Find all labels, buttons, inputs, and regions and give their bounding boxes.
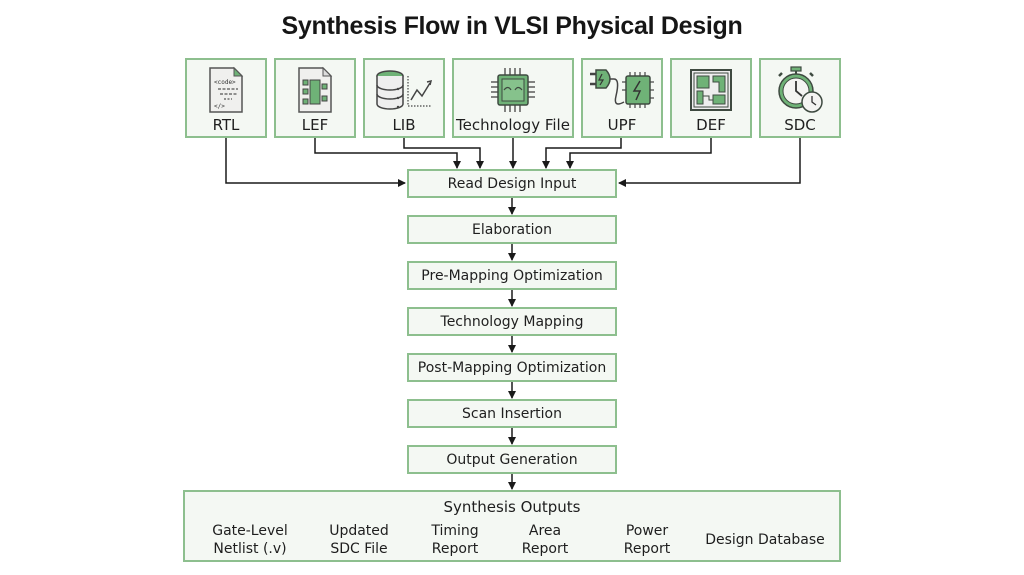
input-label: SDC — [784, 116, 816, 134]
output-label-line2: Report — [623, 541, 671, 557]
output-label-line2: Netlist (.v) — [213, 541, 287, 557]
step-technology-mapping: Technology Mapping — [407, 307, 617, 336]
input-sdc: SDC — [759, 58, 841, 138]
input-def: DEF — [670, 58, 752, 138]
input-upf: UPF — [581, 58, 663, 138]
connector-lib — [403, 138, 484, 169]
connector-def — [566, 138, 712, 169]
input-label: Technology File — [456, 116, 570, 134]
step-output-generation: Output Generation — [407, 445, 617, 474]
output-updated-sdc-file: Updated SDC File — [317, 522, 401, 558]
output-design-database: Design Database — [700, 531, 830, 549]
code-file-icon: <code> </> — [187, 66, 265, 114]
connector-upf — [542, 138, 622, 169]
output-label-line2: SDC File — [330, 541, 388, 557]
connector-rtl — [225, 138, 406, 187]
output-label-line1: Gate-Level — [212, 523, 288, 539]
svg-text:<code>: <code> — [214, 79, 236, 86]
svg-text:</>: </> — [214, 103, 225, 110]
layout-file-icon — [276, 66, 354, 114]
database-chart-icon — [365, 66, 443, 114]
input-label: LEF — [301, 116, 329, 134]
output-label-line1: Timing — [431, 523, 479, 539]
output-label-line2: Report — [521, 541, 569, 557]
input-label: DEF — [696, 116, 726, 134]
output-area-report: Area Report — [509, 522, 581, 558]
synthesis-outputs-box: Synthesis Outputs Gate-Level Netlist (.v… — [183, 490, 841, 562]
input-lef: LEF — [274, 58, 356, 138]
input-label: RTL — [212, 116, 240, 134]
output-gate-level-netlist: Gate-Level Netlist (.v) — [205, 522, 295, 558]
chip-icon — [454, 66, 572, 114]
diagram-title: Synthesis Flow in VLSI Physical Design — [281, 12, 743, 40]
input-rtl: <code> </> RTL — [185, 58, 267, 138]
output-label-line1: Area — [528, 523, 562, 539]
step-scan-insertion: Scan Insertion — [407, 399, 617, 428]
stopwatch-clock-icon — [761, 66, 839, 114]
input-label: UPF — [607, 116, 637, 134]
output-label-line1: Updated — [329, 523, 389, 539]
power-plug-chip-icon — [583, 66, 661, 114]
outputs-title: Synthesis Outputs — [443, 498, 581, 516]
step-elaboration: Elaboration — [407, 215, 617, 244]
output-timing-report: Timing Report — [419, 522, 491, 558]
input-label: LIB — [392, 116, 416, 134]
floorplan-icon — [672, 66, 750, 114]
step-pre-mapping-optimization: Pre-Mapping Optimization — [407, 261, 617, 290]
step-post-mapping-optimization: Post-Mapping Optimization — [407, 353, 617, 382]
output-label-line2: Report — [431, 541, 479, 557]
step-read-design-input: Read Design Input — [407, 169, 617, 198]
input-lib: LIB — [363, 58, 445, 138]
connector-sdc — [618, 138, 801, 187]
connector-lef — [314, 138, 461, 169]
input-technology-file: Technology File — [452, 58, 574, 138]
output-label-line1: Design Database — [705, 532, 825, 548]
output-label-line1: Power — [625, 523, 669, 539]
output-power-report: Power Report — [611, 522, 683, 558]
